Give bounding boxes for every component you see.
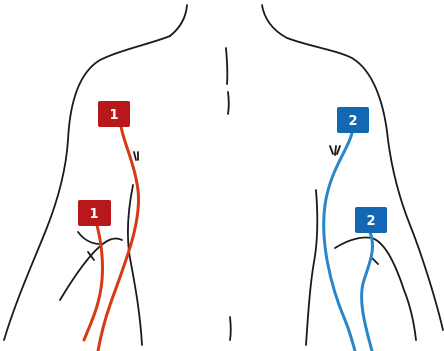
left-inner-arm-outline: [60, 238, 122, 300]
pad-1-upper-label: 1: [109, 108, 118, 123]
spine-mark-middle: [228, 92, 229, 114]
electrode-pad-2-upper: 2: [337, 107, 369, 133]
left-shoulder-outline: [4, 36, 170, 340]
electrode-pad-1-upper: 1: [98, 101, 130, 127]
neck-right-line: [262, 5, 287, 38]
body-outline: [4, 5, 443, 345]
left-torso-outline: [128, 185, 142, 345]
left-tick-mark: [134, 152, 138, 160]
left-elbow-crease: [78, 232, 100, 244]
electrode-pad-2-lower: 2: [355, 207, 387, 233]
right-torso-outline: [306, 190, 317, 345]
pad-1-lower-label: 1: [89, 207, 98, 222]
spine-mark-upper: [226, 48, 227, 84]
right-lower-tick: [372, 258, 378, 264]
electrode-pad-1-lower: 1: [78, 200, 111, 226]
wire-pad-2-upper: [324, 133, 355, 351]
wire-pad-2-lower: [362, 232, 373, 351]
pad-2-upper-label: 2: [348, 114, 357, 129]
spine-mark-lower: [230, 317, 231, 340]
pad-2-lower-label: 2: [366, 214, 375, 229]
wire-pad-1-lower: [84, 218, 103, 340]
right-tick-mark: [330, 146, 340, 155]
neck-left-line: [170, 5, 187, 36]
wire-pad-1-upper: [98, 120, 139, 351]
